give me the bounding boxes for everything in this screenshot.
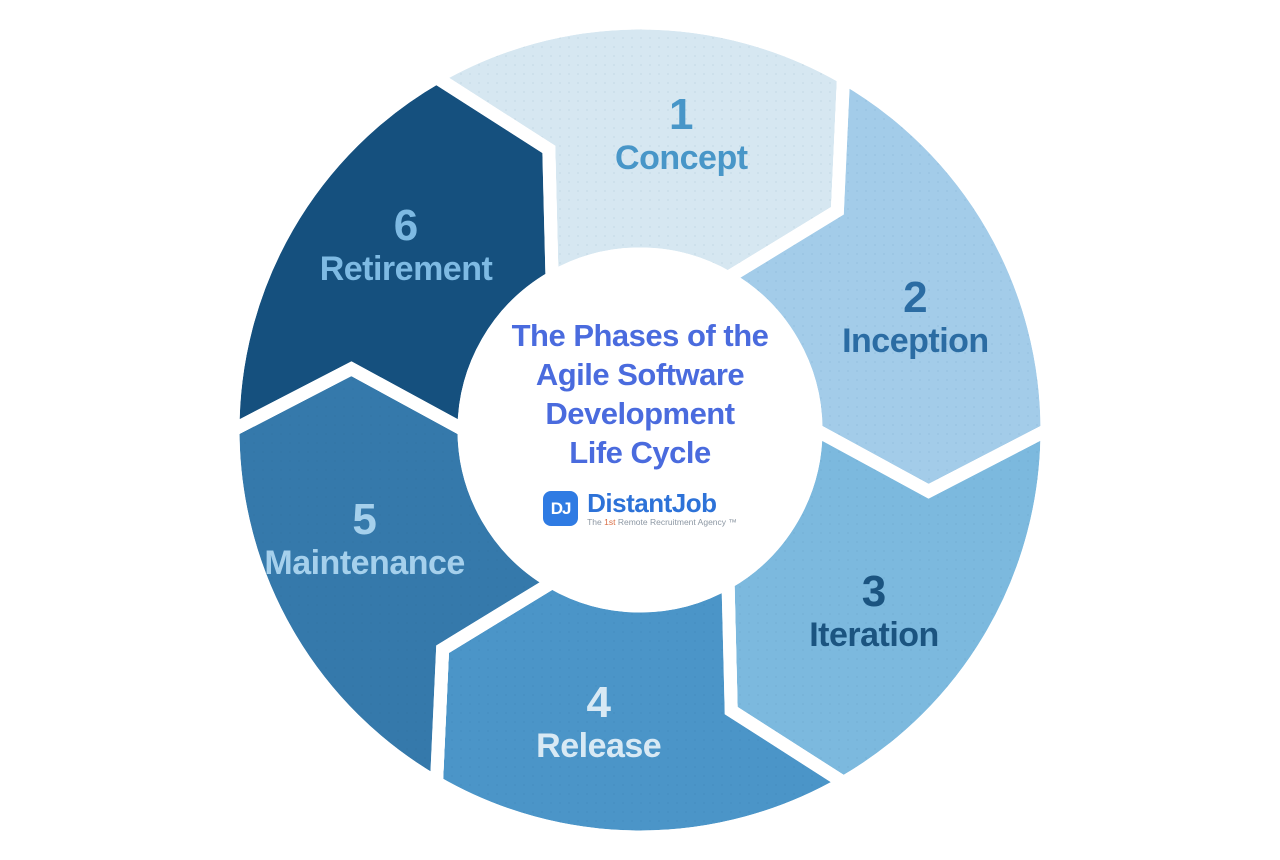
segment-dots-texture [721, 419, 1054, 791]
title-line-3: Development [545, 396, 735, 431]
phase-number: 4 [586, 677, 611, 727]
phase-number: 3 [861, 566, 887, 616]
distantjob-logo-icon: DJ [543, 491, 579, 526]
tagline-highlight: 1st [604, 517, 616, 527]
phase-number: 6 [393, 200, 419, 250]
segment-dots-texture [226, 361, 565, 794]
phase-name: Maintenance [264, 544, 465, 583]
logo-monogram: DJ [550, 498, 572, 518]
phase-number: 1 [669, 89, 694, 139]
tagline-post: Remote Recruitment Agency ™ [615, 517, 737, 527]
segment-dots-texture [226, 69, 559, 441]
logo-text: DistantJob The 1st Remote Recruitment Ag… [587, 488, 737, 528]
segment-dots-texture [715, 66, 1054, 499]
phase-name: Retirement [319, 249, 493, 288]
phase-name: Concept [615, 138, 748, 177]
phase-name: Inception [842, 321, 989, 360]
logo-tagline: The 1st Remote Recruitment Agency ™ [587, 517, 737, 527]
center-content: The Phases of the Agile Software Develop… [460, 316, 820, 527]
segment-dots-texture [429, 571, 857, 844]
phase-name: Iteration [809, 615, 939, 654]
title-line-1: The Phases of the [511, 318, 769, 353]
title-line-4: Life Cycle [569, 435, 711, 470]
logo-name: DistantJob [587, 488, 717, 518]
distantjob-logo: DJ DistantJob The 1st Remote Recruitment… [543, 490, 737, 527]
diagram-title: The Phases of the Agile Software Develop… [460, 316, 820, 472]
phase-number: 5 [352, 495, 377, 545]
phase-name: Release [536, 726, 662, 765]
segment-dots-texture [423, 16, 851, 289]
title-line-2: Agile Software [535, 357, 745, 392]
tagline-pre: The [587, 517, 605, 527]
phase-number: 2 [903, 272, 928, 322]
